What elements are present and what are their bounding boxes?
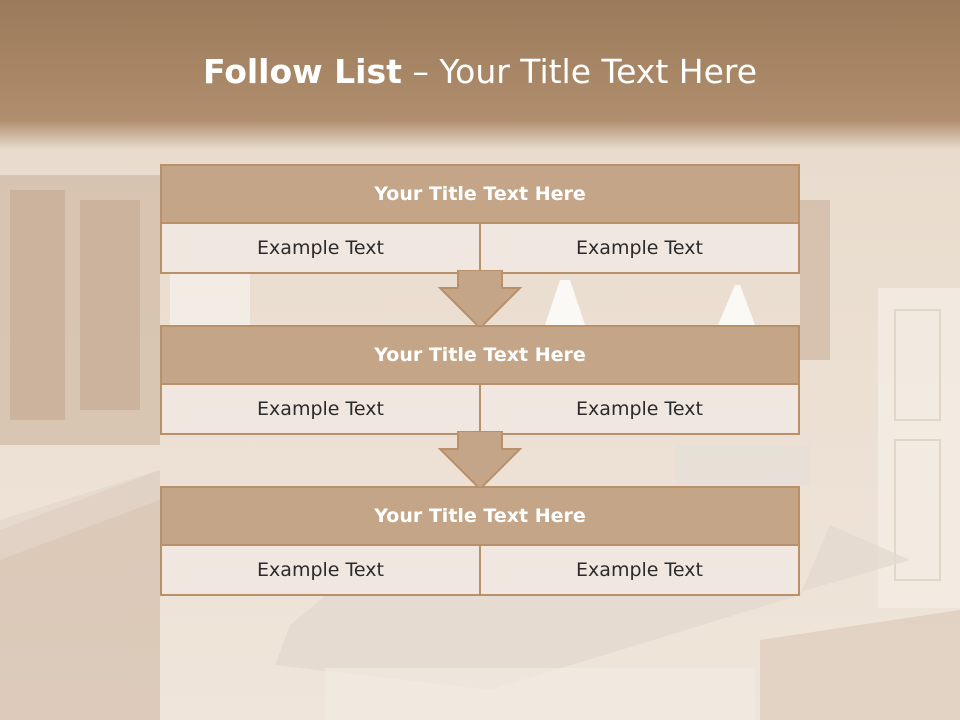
list-block-1: Your Title Text Here Example Text Exampl…	[160, 164, 800, 274]
block-cell-right: Example Text	[479, 546, 798, 594]
block-cell-left: Example Text	[162, 385, 479, 433]
list-block-3: Your Title Text Here Example Text Exampl…	[160, 486, 800, 596]
block-cell-left: Example Text	[162, 224, 479, 272]
slide-title-bold: Follow List	[202, 52, 402, 91]
block-row: Example Text Example Text	[162, 224, 798, 272]
block-cell-right: Example Text	[479, 224, 798, 272]
block-row: Example Text Example Text	[162, 546, 798, 594]
block-title: Your Title Text Here	[162, 166, 798, 224]
slide-title: Follow List – Your Title Text Here	[0, 52, 960, 91]
slide-title-rest: – Your Title Text Here	[401, 52, 758, 91]
block-row: Example Text Example Text	[162, 385, 798, 433]
block-title: Your Title Text Here	[162, 488, 798, 546]
block-cell-right: Example Text	[479, 385, 798, 433]
block-cell-left: Example Text	[162, 546, 479, 594]
down-arrow-icon	[438, 270, 522, 330]
block-title: Your Title Text Here	[162, 327, 798, 385]
list-block-2: Your Title Text Here Example Text Exampl…	[160, 325, 800, 435]
down-arrow-icon	[438, 431, 522, 491]
